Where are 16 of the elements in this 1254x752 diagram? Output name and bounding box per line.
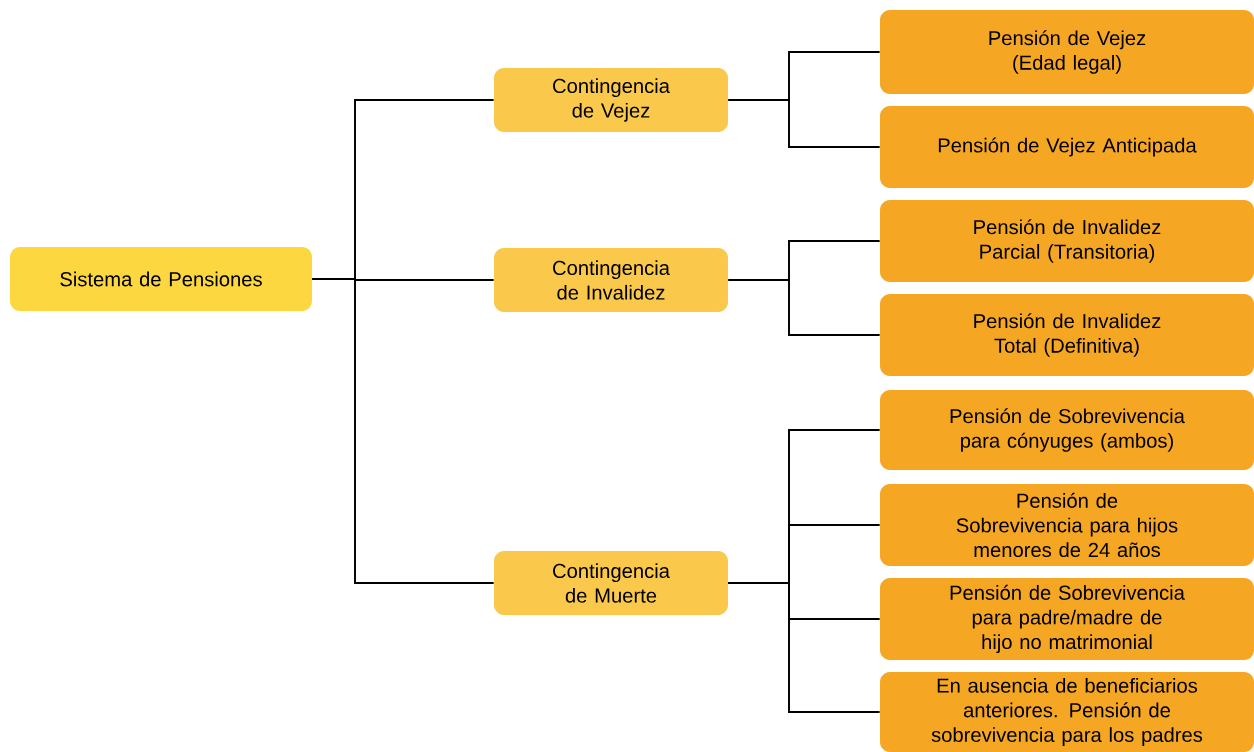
root-box: Sistema de Pensiones — [10, 247, 312, 311]
category-box: Contingencia de Vejez — [494, 68, 728, 132]
connector-line — [727, 582, 881, 713]
connector-line — [311, 278, 495, 584]
pension-box: Pensión de Vejez (Edad legal) — [880, 10, 1254, 94]
connector-line — [727, 99, 881, 148]
pension-box: En ausencia de beneficiarios anteriores. Pensión de sobrevivencia para los padres — [880, 672, 1254, 752]
pension-box: Pensión de Sobrevivencia para padre/madre de hijo no matrimonial — [880, 578, 1254, 660]
pension-box: Pensión de Vejez Anticipada — [880, 106, 1254, 188]
connector-line — [727, 279, 881, 336]
pension-box: Pensión de Sobrevivencia para cónyuges (ambos) — [880, 390, 1254, 470]
pension-box: Pensión de Sobrevivencia para hijos menores de 24 años — [880, 484, 1254, 566]
category-box: Contingencia de Muerte — [494, 551, 728, 615]
pension-box: Pensión de Invalidez Parcial (Transitoria) — [880, 200, 1254, 282]
pension-box: Pensión de Invalidez Total (Definitiva) — [880, 294, 1254, 376]
category-box: Contingencia de Invalidez — [494, 248, 728, 312]
